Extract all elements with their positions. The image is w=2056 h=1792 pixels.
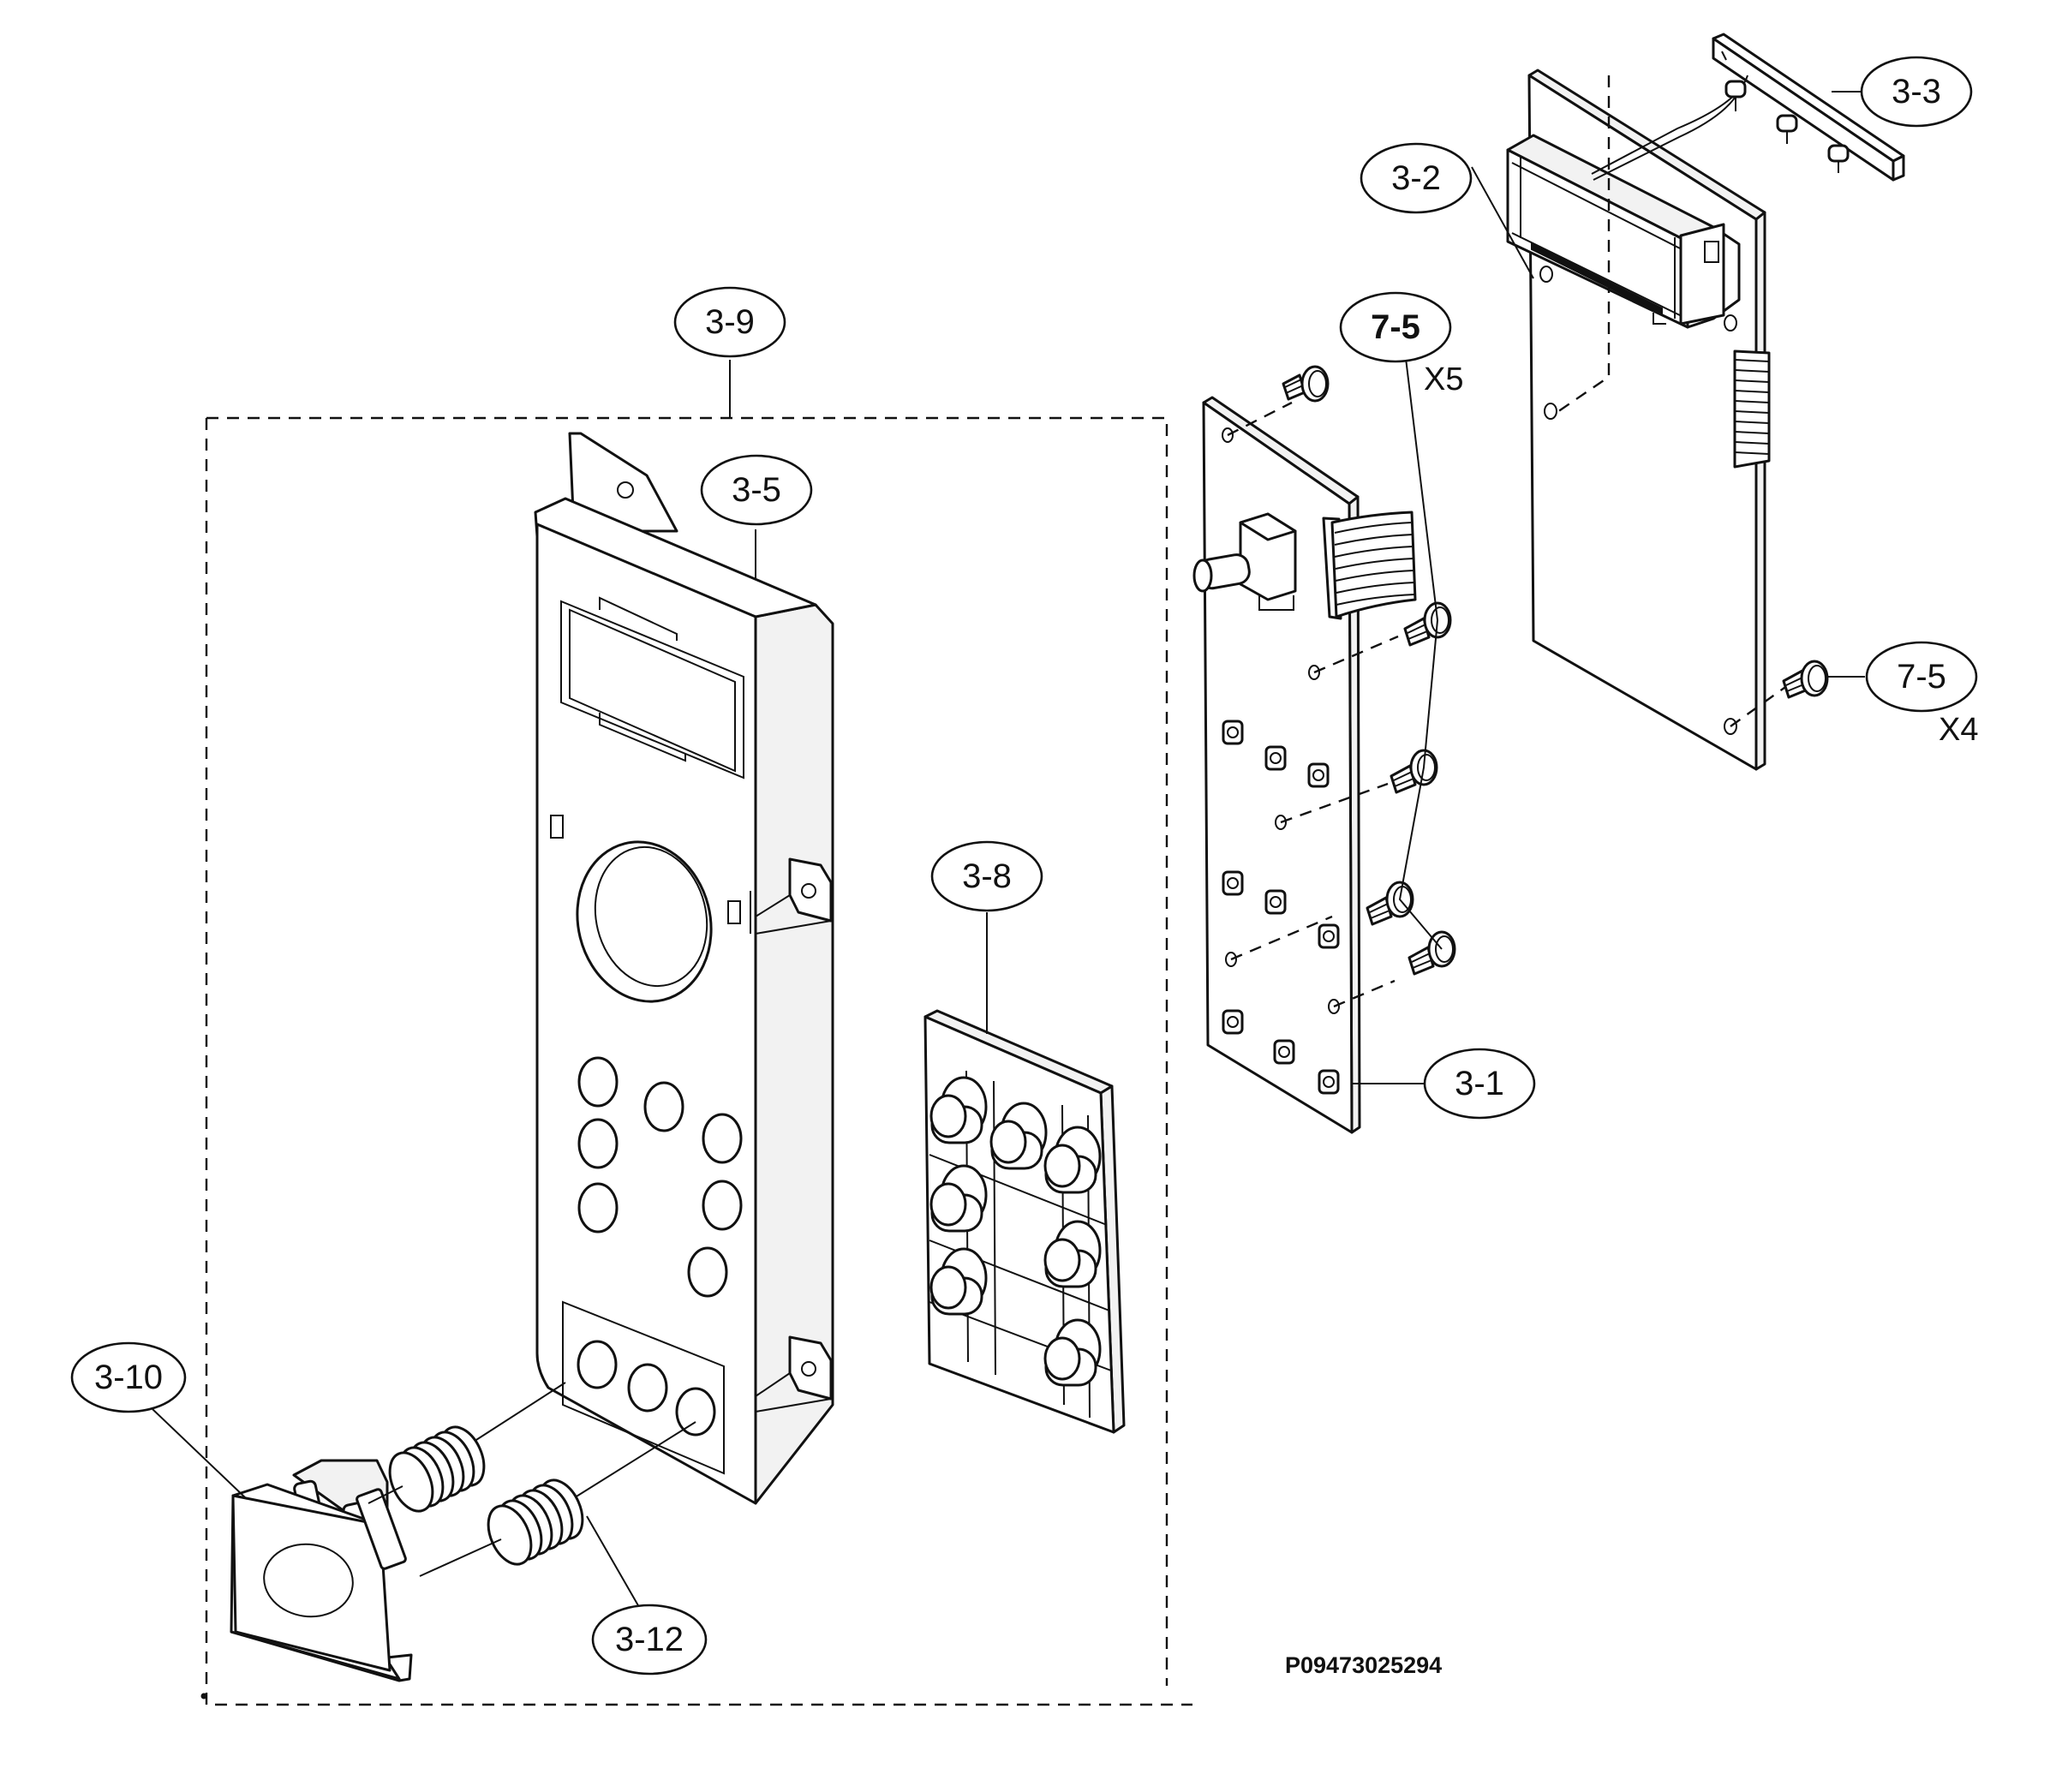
callout-label: 3-12 — [615, 1621, 684, 1658]
callout-3-5: 3-5 — [700, 454, 813, 526]
callout-3-1: 3-1 — [1423, 1048, 1536, 1120]
keypad-key — [929, 1247, 988, 1316]
keypad-key — [929, 1164, 988, 1233]
door-release-button — [230, 1459, 413, 1682]
screw — [1366, 881, 1414, 926]
ribbon-cable — [1330, 511, 1417, 618]
callout-3-12: 3-12 — [591, 1604, 708, 1676]
screw-x4 — [1730, 660, 1865, 727]
spring-lower — [419, 1421, 696, 1577]
callout-3-10: 3-10 — [70, 1341, 187, 1413]
keypad-key — [989, 1102, 1048, 1170]
callout-label: 3-9 — [705, 303, 755, 341]
callout-label: 3-3 — [1892, 73, 1941, 111]
control-pcb — [1506, 69, 1771, 771]
callout-label: 3-10 — [94, 1359, 163, 1396]
callout-label: 7-5 — [1371, 308, 1420, 346]
keypad-key — [1043, 1220, 1102, 1288]
keypad-key — [929, 1076, 988, 1144]
keyboard-pcb — [1192, 396, 1417, 1134]
callout-label: 3-1 — [1455, 1065, 1504, 1102]
callout-3-9: 3-9 — [673, 286, 786, 358]
flat-cable — [1733, 349, 1771, 469]
keypad-key — [1043, 1318, 1102, 1387]
keypad-key — [1043, 1126, 1102, 1194]
quantity-label: X5 — [1424, 361, 1463, 397]
callout-label: 7-5 — [1897, 658, 1946, 696]
screw — [1282, 365, 1330, 403]
led — [1827, 144, 1850, 173]
quantity-label: X4 — [1939, 712, 1978, 748]
spring-upper — [368, 1382, 566, 1513]
assembly-group-3-9-boundary — [205, 360, 1192, 1706]
callout-label: 3-8 — [962, 857, 1012, 895]
screw-group-x5 — [1227, 350, 1456, 1008]
callout-label: 3-5 — [732, 471, 781, 509]
leader-lines — [152, 91, 1881, 1614]
callout-7-5-x4: 7-5 X4 — [1865, 641, 1978, 748]
callout-3-3: 3-3 — [1860, 56, 1973, 128]
callout-3-8: 3-8 — [930, 840, 1043, 912]
screw — [1403, 601, 1452, 647]
callout-7-5-x5: 7-5 X5 — [1339, 291, 1463, 397]
led — [1724, 80, 1747, 111]
control-panel-frame — [534, 432, 834, 1505]
drawing-code: P09473025294 — [1285, 1652, 1442, 1678]
membrane-keypad — [923, 912, 1126, 1434]
led — [1776, 114, 1798, 144]
screw — [1408, 930, 1456, 976]
screw — [1390, 749, 1438, 794]
callout-label: 3-2 — [1391, 159, 1441, 197]
callout-3-2: 3-2 — [1360, 142, 1473, 214]
led-bracket — [1591, 33, 1905, 182]
